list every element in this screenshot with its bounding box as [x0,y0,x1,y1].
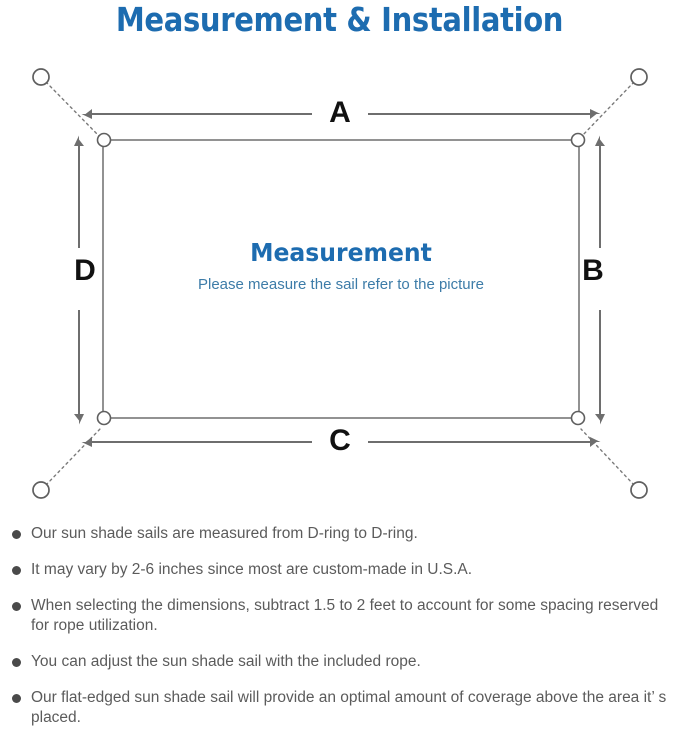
d-ring-top-right-icon [570,132,586,148]
anchor-top-right-icon [630,68,648,86]
page-title: Measurement & Installation [115,0,564,39]
sail-subheading: Please measure the sail refer to the pic… [198,276,484,293]
note-text: You can adjust the sun shade sail with t… [31,653,421,670]
sail-body [102,139,580,419]
sail-heading: Measurement [250,238,432,267]
note-text: When selecting the dimensions, subtract … [31,597,659,634]
anchor-top-left-icon [32,68,50,86]
anchor-bottom-left-icon [32,481,50,499]
notes-list: Our sun shade sails are measured from D-… [0,524,679,744]
dimension-label-b: B [582,254,604,287]
dimension-label-a: A [329,96,351,129]
d-ring-bottom-left-icon [96,410,112,426]
list-item: It may vary by 2-6 inches since most are… [0,560,679,580]
bullet-icon [12,694,21,703]
note-text: It may vary by 2-6 inches since most are… [31,561,473,578]
note-text: Our sun shade sails are measured from D-… [31,525,418,542]
dimension-label-d: D [74,254,96,287]
list-item: Our sun shade sails are measured from D-… [0,524,679,544]
rope-line-bottom-left [45,428,101,486]
d-ring-bottom-right-icon [570,410,586,426]
d-ring-top-left-icon [96,132,112,148]
note-text: Our flat-edged sun shade sail will provi… [31,689,667,726]
rope-line-bottom-right [580,428,635,486]
bullet-icon [12,566,21,575]
bullet-icon [12,530,21,539]
dimension-label-c: C [329,424,351,457]
diagram-canvas [32,68,648,499]
list-item: Our flat-edged sun shade sail will provi… [0,688,679,728]
rope-line-top-left [45,81,101,138]
list-item: You can adjust the sun shade sail with t… [0,652,679,672]
rope-line-top-right [580,81,635,138]
bullet-icon [12,602,21,611]
bullet-icon [12,658,21,667]
list-item: When selecting the dimensions, subtract … [0,596,679,636]
anchor-bottom-right-icon [630,481,648,499]
measurement-diagram: A B C D Measurement Please measure the s… [0,48,679,516]
